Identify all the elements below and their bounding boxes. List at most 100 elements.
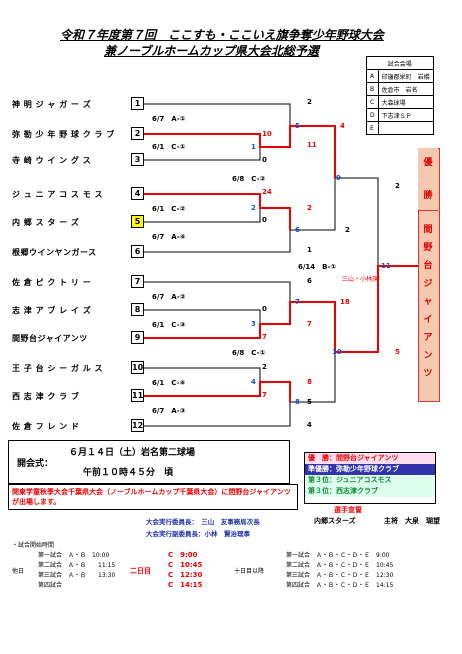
day2-label: 二日目 [130,567,151,575]
official-line: 大会実行副委員長：小林 賢治理事 [146,530,250,538]
time-left: 第四試合 [38,582,63,589]
champion-name-char: 間 [423,225,433,235]
result-row: 第３位：西志津クラブ [305,486,435,497]
score: 7 [307,320,312,328]
team-seed: 12 [131,419,144,432]
match-info: 6/1 C-① [152,143,186,151]
result-team: 西志津クラブ [336,487,378,495]
score: 10 [262,130,272,138]
champion-label-char: 勝 [423,191,433,201]
score: 6 [307,277,312,285]
score: 8 [307,378,312,386]
times-day-label: 他日 [12,568,25,575]
opening-ceremony-box: 開会式： ６月１４日（土）岩名第二球場 午前１０時４５分 頃 [8,440,290,484]
champion-name-char: ア [423,333,433,343]
match-number: 1 [251,143,256,151]
team-seed: 1 [131,97,144,110]
time-left: 第一試合 Ａ・Ｂ 10:00 [38,552,110,559]
time-left: 第二試合 Ａ・Ｂ 11:15 [38,562,116,569]
score: 7 [262,333,267,341]
match-info: 6/14 B-① [298,263,337,271]
team-seed: 9 [131,331,144,344]
team-seed: 3 [131,153,144,166]
score: 0 [262,305,267,313]
team-name: 間野台ジャイアンツ [12,334,88,343]
result-row: 優 勝：間野台ジャイアンツ [305,453,435,464]
result-team: 弥勒少年野球クラブ [336,465,399,473]
venue-name [377,121,434,135]
page-subtitle: 兼ノーブルホームカップ県大会北総予選 [104,44,319,58]
match-number: 8 [295,398,300,406]
match-info: 6/7 A-② [152,293,186,301]
match-info: 6/1 C-③ [152,321,186,329]
time-right: 第四試合 Ａ・Ｂ・Ｃ・Ｄ・Ｅ 14:15 [286,582,394,589]
times-header: ・試合開始時間 [12,542,55,549]
team-name: 西 志 津 ク ラ ブ [12,392,80,401]
score: 5 [307,398,312,406]
match-info: 6/7 A-③ [152,407,186,415]
score: 4 [307,421,312,429]
score: 4 [340,122,345,130]
champion-name-char: 野 [423,243,433,253]
score: 2 [307,204,312,212]
match-info: 6/7 A-④ [152,233,186,241]
official-line: 大会実行委員長： 三山 友事務局次長 [146,518,260,526]
team-seed: 6 [131,245,144,258]
result-team: ジュニアコスモス [336,476,392,484]
match-number: 9 [336,174,341,182]
team-seed: 4 [131,187,144,200]
team-seed: 10 [131,361,144,374]
score: 2 [262,363,267,371]
oath-label: 選手宣誓 [334,506,362,514]
ceremony-date: ６月１４日（土）岩名第二球場 [69,448,196,458]
team-name: 内 郷 ス タ ー ズ [12,218,80,227]
match-info: 6/8 C-① [232,349,266,357]
time-right: 第一試合 Ａ・Ｂ・Ｃ・Ｄ・Ｅ 9:00 [286,552,390,559]
score: 24 [262,188,272,196]
match-number: 6 [295,226,300,234]
time-mid: C 9:00 [168,551,198,559]
result-row: 準優勝：弥勒少年野球クラブ [305,464,435,475]
match-info: 6/7 A-① [152,115,186,123]
score: 0 [262,216,267,224]
result-team: 間野台ジャイアンツ [336,454,399,462]
score: 1 [307,246,312,254]
match-info: 6/8 C-② [232,175,266,183]
time-right: 第二試合 Ａ・Ｂ・Ｃ・Ｄ・Ｅ 10:45 [286,562,394,569]
match-number: 4 [251,378,256,386]
ceremony-time: 午前１０時４５分 頃 [83,468,174,478]
team-seed: 7 [131,275,144,288]
champion-name-char: イ [423,315,433,325]
time-mid: C 12:30 [168,571,203,579]
team-name: 志 津 ア ブ レ イ ズ [12,306,92,315]
champion-name-char: ン [423,351,433,361]
score: 11 [307,141,317,149]
team-name: 王 子 台 シ ー ガ ル ス [12,364,103,373]
score: 0 [262,156,267,164]
result-label: 準優勝： [308,465,336,473]
score: 7 [262,391,267,399]
final-days-label: 十日目以降 [234,568,265,575]
oath-team: 内郷スターズ [314,517,356,525]
time-mid: C 14:15 [168,581,203,589]
result-label: 第３位： [308,487,336,495]
team-name: 神 明 ジ ャ ガ ー ズ [12,100,92,109]
team-name: 寺 崎 ウ イ ン グ ス [12,156,92,165]
champion-name-char: 台 [423,261,433,271]
score: 2 [395,182,400,190]
time-mid: C 10:45 [168,561,203,569]
result-label: 第３位： [308,476,336,484]
score: 2 [307,98,312,106]
score: 5 [395,348,400,356]
score: 18 [340,298,350,306]
score: 2 [345,226,350,234]
qualification-note: 関東学童秋季大会千葉県大会（ノーブルホームカップ千葉県大会）に間野台ジャイアンツ… [8,484,298,510]
ceremony-label: 開会式： [17,459,54,469]
champion-name-char: ツ [423,369,433,379]
final-venue: 三山・小林旗 [342,276,379,283]
time-right: 第三試合 Ａ・Ｂ・Ｃ・Ｄ・Ｅ 12:30 [286,572,394,579]
team-seed: 8 [131,303,144,316]
champion-name-char: ジ [423,279,433,289]
